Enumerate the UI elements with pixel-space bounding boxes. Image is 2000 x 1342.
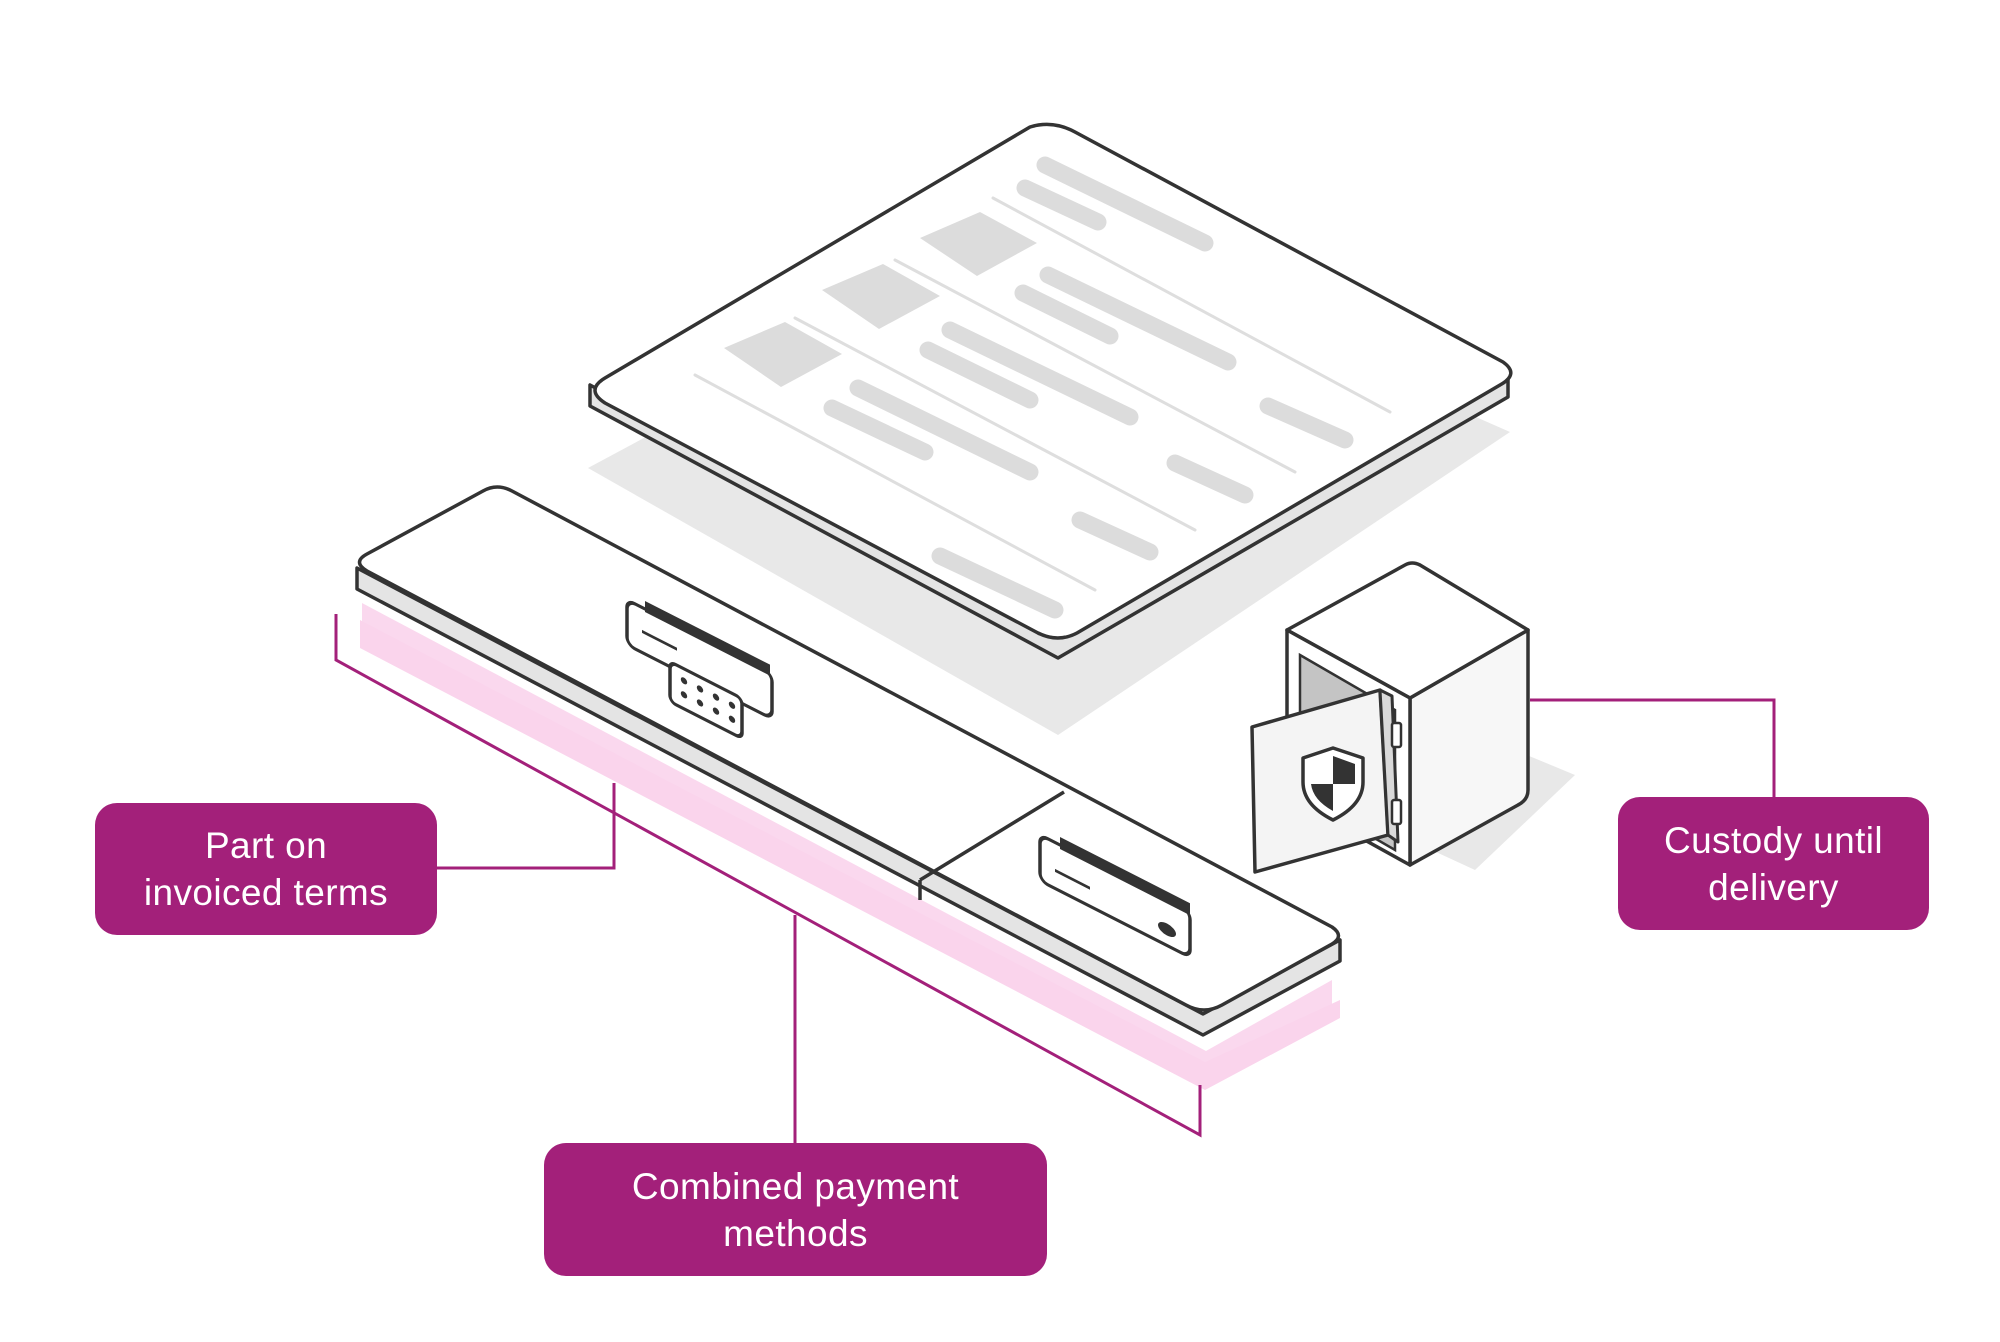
payment-strip [355, 485, 1342, 1090]
open-safe-icon [1250, 561, 1575, 874]
shield-icon [1301, 746, 1365, 822]
invoiced-connector [437, 783, 616, 870]
combined-payment-line-1: Combined payment [631, 1165, 960, 1207]
invoice-document-icon [588, 122, 1513, 660]
custody-line-2: delivery [1708, 866, 1839, 908]
credit-card-with-calendar-icon [625, 600, 774, 739]
custody-label: Custody until delivery [1618, 797, 1929, 930]
custody-line-1: Custody until [1663, 819, 1884, 861]
combined-bracket [334, 614, 1202, 1138]
combined-payment-label: Combined payment methods [544, 1143, 1047, 1276]
invoiced-terms-label: Part on invoiced terms [95, 803, 437, 935]
credit-card-icon [1038, 835, 1192, 957]
connector-lines [334, 614, 1776, 1143]
combined-payment-line-2: methods [723, 1212, 868, 1254]
custody-connector [1530, 698, 1776, 797]
invoiced-terms-line-2: invoiced terms [143, 872, 389, 913]
invoiced-terms-line-1: Part on [204, 825, 328, 866]
